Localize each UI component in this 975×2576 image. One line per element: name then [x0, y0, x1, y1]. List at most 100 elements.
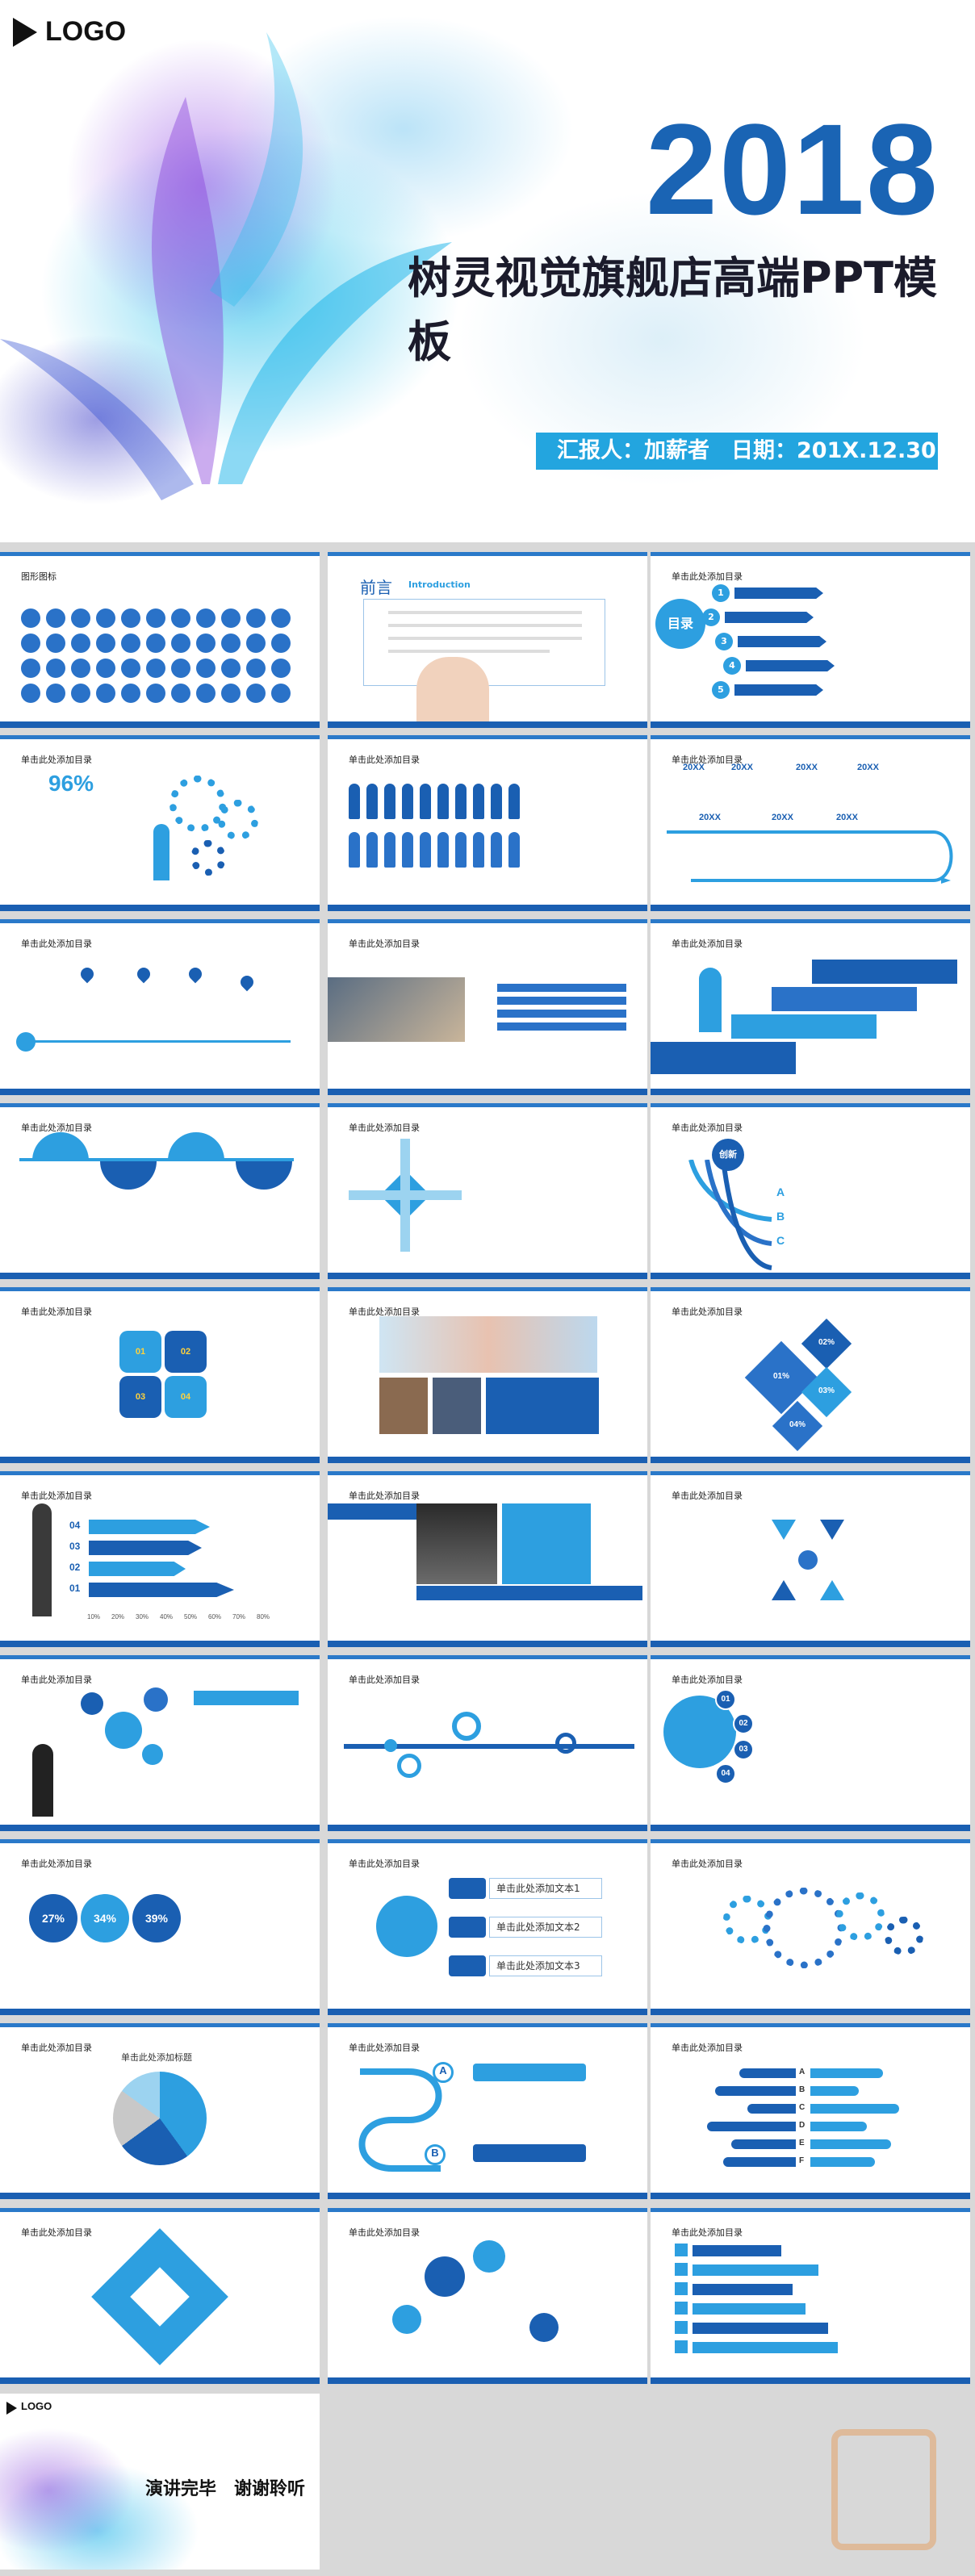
round-icon	[246, 684, 266, 703]
timeline-year: 20XX	[836, 813, 858, 822]
left-bar	[707, 2122, 796, 2131]
round-icon	[146, 659, 165, 678]
round-icon	[196, 684, 216, 703]
bar-letter: E	[799, 2139, 805, 2147]
round-icon	[21, 684, 40, 703]
percent-icon	[236, 1161, 292, 1190]
person-icon	[349, 784, 360, 819]
play-icon[interactable]	[16, 1032, 36, 1052]
hand-illustration	[416, 657, 489, 721]
person-icon	[420, 784, 431, 819]
text-panel	[486, 1378, 599, 1434]
row-tag	[449, 1955, 486, 1976]
round-icon	[171, 608, 190, 628]
slide-diamonds[interactable]: 单击此处添加目录 01%02%03%04%	[651, 1287, 970, 1463]
round-icon	[271, 684, 291, 703]
axis-tick: 60%	[208, 1613, 222, 1620]
bar-letter: C	[799, 2103, 806, 2112]
end-slide[interactable]: LOGO 演讲完毕 谢谢聆听	[0, 2394, 320, 2570]
slide-stairs[interactable]: 单击此处添加目录	[651, 919, 970, 1095]
left-bar	[723, 2157, 796, 2167]
slide-photo-list[interactable]: 单击此处添加目录	[328, 919, 647, 1095]
slide-pin-timeline[interactable]: 单击此处添加目录	[328, 1655, 647, 1831]
slide-map-pins[interactable]: 单击此处添加目录	[0, 919, 320, 1095]
axis-tick: 50%	[184, 1613, 198, 1620]
bubble	[81, 1692, 103, 1715]
header-bar	[328, 1503, 416, 1520]
round-icon	[271, 634, 291, 653]
slide-hub[interactable]: 单击此处添加目录	[328, 1103, 647, 1279]
toc-badge: 目录	[655, 599, 705, 649]
timeline-year: 20XX	[857, 763, 879, 772]
hub-spoke	[349, 1190, 462, 1200]
slide-diamond-icons[interactable]: 单击此处添加目录	[0, 2208, 320, 2384]
slide-chevrons[interactable]: 单击此处添加目录	[651, 1471, 970, 1647]
toc-number: 2	[702, 608, 720, 626]
slide-progress[interactable]: 单击此处添加目录	[651, 2208, 970, 2384]
toc-bar	[734, 588, 823, 599]
cover-slide[interactable]: LOGO 2018 树灵视觉旗舰店高端PPT模板 汇报人：加薪者 日期：201X…	[0, 0, 975, 542]
slide-gears-percent[interactable]: 单击此处添加目录 96%	[0, 735, 320, 911]
slide-title: 单击此处添加目录	[672, 1123, 743, 1133]
round-icon	[71, 659, 90, 678]
row-tag	[449, 1917, 486, 1938]
slide-title: 图形图标	[21, 571, 56, 582]
round-icon	[221, 634, 241, 653]
city-photo	[416, 1503, 497, 1584]
slide-photos[interactable]: 单击此处添加目录	[328, 1287, 647, 1463]
bubble	[144, 1687, 168, 1712]
gear-icon	[169, 776, 226, 832]
bubble	[142, 1744, 163, 1765]
people-grid	[349, 784, 526, 880]
percent-circle: 39%	[132, 1894, 181, 1942]
logo-triangle-icon	[13, 18, 37, 47]
round-icon	[196, 634, 216, 653]
person-icon	[437, 832, 449, 868]
row-text: 单击此处添加文本1	[489, 1878, 602, 1899]
cover-reporter-bar: 汇报人：加薪者 日期：201X.12.30	[536, 433, 938, 470]
flower-illustration	[0, 32, 452, 500]
person-icon	[366, 832, 378, 868]
slide-title: 单击此处添加目录	[672, 2043, 743, 2053]
right-bar	[810, 2122, 867, 2131]
slide-introduction[interactable]: 前言 Introduction	[328, 552, 647, 728]
slide-icons[interactable]: 图形图标	[0, 552, 320, 728]
slide-gears[interactable]: 单击此处添加目录	[651, 1839, 970, 2015]
slide-semicircles[interactable]: 单击此处添加目录	[0, 1103, 320, 1279]
slide-title: 单击此处添加目录	[349, 1307, 420, 1317]
network-node	[425, 2256, 465, 2297]
slide-bubbles[interactable]: 单击此处添加目录	[0, 1655, 320, 1831]
number-badge: 04	[715, 1763, 736, 1784]
person-icon	[508, 784, 520, 819]
slide-city[interactable]: 单击此处添加目录	[328, 1471, 647, 1647]
slide-percent-circles[interactable]: 单击此处添加目录 27%34%39%	[0, 1839, 320, 2015]
watermark-logo	[831, 2429, 936, 2550]
row-text: 单击此处添加文本2	[489, 1917, 602, 1938]
slide-title: 单击此处添加目录	[672, 571, 743, 582]
presenter-figure	[32, 1744, 53, 1817]
round-icon	[196, 608, 216, 628]
slide-pie[interactable]: 单击此处添加目录 单击此处添加标题	[0, 2023, 320, 2199]
puzzle-piece: 04	[165, 1376, 207, 1418]
person-icon	[508, 832, 520, 868]
round-icon	[121, 634, 140, 653]
round-icon	[121, 684, 140, 703]
slide-title: 单击此处添加目录	[21, 2043, 92, 2053]
percent-circle: 34%	[81, 1894, 129, 1942]
slide-title: 单击此处添加目录	[349, 1491, 420, 1501]
category-icon	[675, 2302, 688, 2315]
progress-fill	[693, 2303, 806, 2315]
slide-people[interactable]: 单击此处添加目录	[328, 735, 647, 911]
toc-number: 3	[715, 633, 733, 650]
slide-network[interactable]: 单击此处添加目录	[328, 2208, 647, 2384]
pin-icon	[186, 964, 205, 984]
